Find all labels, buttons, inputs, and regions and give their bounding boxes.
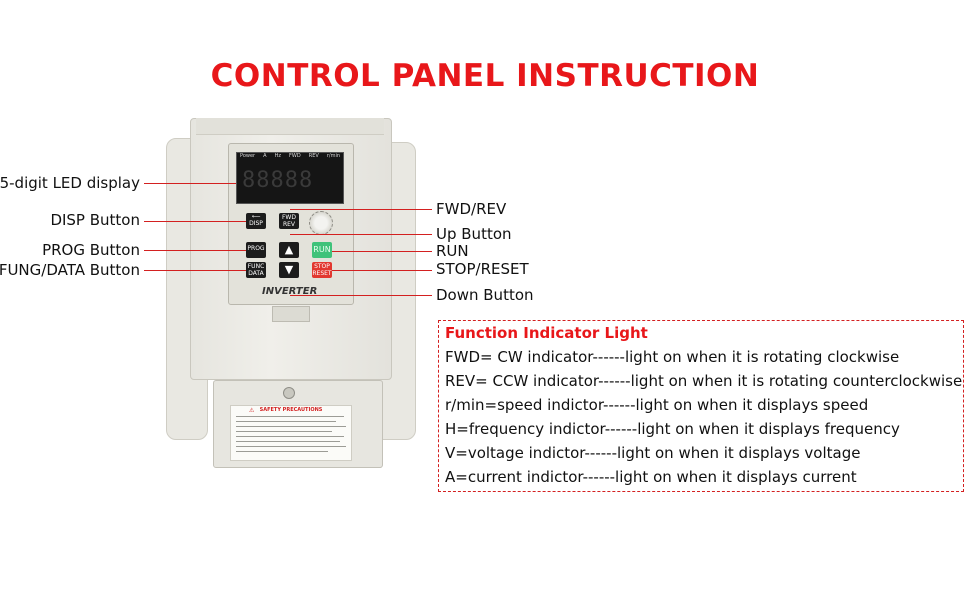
safety-text-line	[236, 446, 346, 447]
led-digits: 88888	[242, 168, 314, 193]
led-display	[236, 152, 344, 204]
label-down-button: Down Button	[436, 286, 534, 304]
inverter-brand-label: INVERTER	[262, 286, 318, 297]
label-fwd-rev: FWD/REV	[436, 200, 507, 218]
up-button[interactable]: ▲	[279, 242, 299, 258]
label-up-button: Up Button	[436, 225, 512, 243]
leader-up-button	[290, 234, 432, 235]
run-button[interactable]: RUN	[312, 242, 332, 258]
indicator-fwd: FWD	[289, 153, 301, 159]
safety-text-line	[236, 416, 344, 417]
leader-fwd-rev	[290, 209, 432, 210]
label-stop-reset: STOP/RESET	[436, 260, 529, 278]
leader-run	[332, 251, 432, 252]
rev-label: REV	[282, 221, 296, 228]
function-line-fwd: FWD= CW indicator------light on when it …	[445, 348, 900, 366]
indicator-power: Power	[240, 153, 256, 159]
function-indicator-box	[438, 320, 964, 492]
leader-down-button	[290, 295, 432, 296]
safety-text-line	[236, 421, 336, 422]
function-line-voltage: V=voltage indictor------light on when it…	[445, 444, 861, 462]
screen-indicator-row: Power A Hz FWD REV r/min	[240, 153, 340, 159]
reset-label: RESET	[312, 270, 332, 277]
safety-text-line	[236, 436, 344, 437]
function-line-current: A=current indictor------light on when it…	[445, 468, 857, 486]
page-title: CONTROL PANEL INSTRUCTION	[210, 58, 760, 94]
screw-icon	[283, 387, 295, 399]
label-disp-button: DISP Button	[50, 211, 140, 229]
leader-prog-button	[144, 250, 246, 251]
device-top-edge	[196, 118, 384, 135]
function-line-frequency: H=frequency indictor------light on when …	[445, 420, 900, 438]
safety-text-line	[236, 441, 340, 442]
leader-func-data-button	[144, 270, 246, 271]
function-line-rev: REV= CCW indicator------light on when it…	[445, 372, 963, 390]
label-func-data-button: FUNG/DATA Button	[0, 261, 140, 279]
prog-button[interactable]: PROG	[246, 242, 266, 258]
panel-release-tab	[272, 306, 310, 322]
down-button[interactable]: ▼	[279, 262, 299, 278]
indicator-rev: REV	[308, 153, 319, 159]
safety-title: SAFETY PRECAUTIONS	[259, 407, 323, 413]
disp-button[interactable]: ⟵ DISP	[246, 213, 266, 229]
disp-arrow-icon: ⟵	[251, 213, 261, 220]
safety-label: ⚠ SAFETY PRECAUTIONS	[230, 405, 352, 461]
indicator-a: A	[263, 153, 267, 159]
safety-text-line	[236, 426, 346, 427]
down-arrow-icon: ▼	[284, 263, 294, 276]
func-label: FUNC	[247, 263, 265, 270]
fwd-label: FWD	[281, 214, 296, 221]
data-label: DATA	[248, 270, 264, 277]
safety-text-line	[236, 451, 328, 452]
function-line-rmin: r/min=speed indictor------light on when …	[445, 396, 869, 414]
function-indicator-title: Function Indicator Light	[445, 324, 648, 342]
stop-label: STOP	[314, 263, 330, 270]
knob-icon[interactable]	[309, 211, 333, 235]
up-arrow-icon: ▲	[284, 243, 294, 256]
prog-button-label: PROG	[247, 245, 265, 252]
disp-button-label: DISP	[249, 220, 263, 227]
leader-stop-reset	[332, 270, 432, 271]
label-run: RUN	[436, 242, 469, 260]
run-button-label: RUN	[313, 245, 331, 254]
stop-reset-button[interactable]: STOP RESET	[312, 262, 332, 278]
leader-disp-button	[144, 221, 246, 222]
fwd-rev-button[interactable]: FWD REV	[279, 213, 299, 229]
label-led-display: 5-digit LED display	[0, 174, 140, 192]
safety-text-line	[236, 431, 332, 432]
func-data-button[interactable]: FUNC DATA	[246, 262, 266, 278]
label-prog-button: PROG Button	[42, 241, 140, 259]
indicator-rmin: r/min	[326, 153, 340, 159]
warning-icon: ⚠	[249, 407, 255, 414]
leader-led-display	[144, 183, 236, 184]
indicator-hz: Hz	[274, 153, 281, 159]
